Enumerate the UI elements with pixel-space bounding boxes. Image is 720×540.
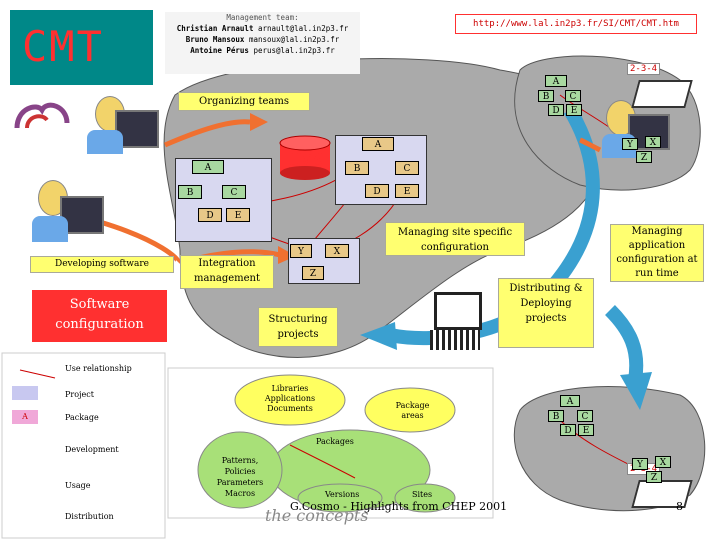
node-z: Z bbox=[302, 266, 324, 280]
footer-credit: G.Cosmo - Highlights from CHEP 2001 bbox=[290, 500, 508, 513]
node-e: E bbox=[226, 208, 250, 222]
team-member: Bruno Mansoux mansoux@lal.in2p3.fr bbox=[185, 35, 340, 44]
node-e: E bbox=[395, 184, 419, 198]
node-c: C bbox=[222, 185, 246, 199]
node-e: E bbox=[566, 104, 582, 116]
legend-distribution: Distribution bbox=[65, 512, 114, 521]
management-team-box: Management team: Christian Arnault arnau… bbox=[165, 12, 360, 74]
node-e: E bbox=[578, 424, 594, 436]
node-z: Z bbox=[636, 151, 652, 163]
legend-panel bbox=[1, 352, 166, 539]
node-d: D bbox=[548, 104, 564, 116]
node-x: X bbox=[325, 244, 349, 258]
node-y: Y bbox=[290, 244, 312, 258]
page-number: 8 bbox=[676, 500, 683, 513]
legend-project: Project bbox=[65, 390, 94, 399]
legend-usage: Usage bbox=[65, 481, 91, 490]
legend-package: Package bbox=[65, 413, 99, 422]
node-z: Z bbox=[646, 471, 662, 483]
orange-arrow-app bbox=[579, 137, 602, 153]
developer-figure-icon bbox=[85, 96, 160, 156]
node-a: A bbox=[560, 395, 580, 407]
cmt-url-link[interactable]: http://www.lal.in2p3.fr/SI/CMT/CMT.htm bbox=[455, 14, 697, 34]
developer-figure-icon bbox=[30, 180, 105, 245]
node-c: C bbox=[395, 161, 419, 175]
developing-software-label: Developing software bbox=[30, 256, 174, 273]
cmt-logo-text: CMT bbox=[22, 22, 104, 71]
cvs-label: CVS bbox=[286, 150, 324, 170]
legend-use: Use relationship bbox=[65, 364, 132, 373]
concept-package-areas: Package areas bbox=[395, 401, 430, 420]
concept-patterns: Patterns, Policies Parameters Macros bbox=[216, 456, 264, 498]
developer-figure-icon bbox=[600, 100, 670, 160]
integration-label: Integration management bbox=[180, 255, 274, 289]
computer-icon bbox=[430, 292, 482, 356]
node-y: Y bbox=[632, 458, 648, 470]
orange-arrow-org bbox=[164, 119, 251, 148]
concept-versions: Versions bbox=[325, 490, 360, 499]
cnc-logo bbox=[12, 98, 72, 138]
node-c: C bbox=[577, 410, 593, 422]
legend-development: Development bbox=[65, 445, 119, 454]
project-frame bbox=[175, 158, 272, 242]
node-b: B bbox=[345, 161, 369, 175]
dice-book-icon: 2-3-4 bbox=[615, 58, 695, 108]
node-c: C bbox=[565, 90, 581, 102]
node-x: X bbox=[645, 136, 661, 148]
blue-arrow-down-head bbox=[620, 372, 652, 410]
legend-package-swatch: A bbox=[12, 410, 38, 424]
node-a: A bbox=[362, 137, 394, 151]
team-title: Management team: bbox=[226, 13, 299, 22]
software-configuration-label: Software configuration bbox=[32, 290, 167, 342]
node-d: D bbox=[365, 184, 389, 198]
node-y: Y bbox=[622, 138, 638, 150]
legend-project-swatch bbox=[12, 386, 38, 400]
team-member: Christian Arnault arnault@lal.in2p3.fr bbox=[176, 24, 349, 33]
managing-site-label: Managing site specific configuration bbox=[385, 222, 525, 256]
node-d: D bbox=[198, 208, 222, 222]
organizing-teams-label: Organizing teams bbox=[178, 92, 310, 111]
concepts-title: the concepts bbox=[265, 506, 369, 525]
orange-arrow-dev bbox=[99, 219, 181, 265]
node-b: B bbox=[538, 90, 554, 102]
node-b: B bbox=[178, 185, 202, 199]
concept-packages: Packages bbox=[316, 437, 354, 446]
concept-sites: Sites bbox=[412, 490, 433, 499]
distributing-deploying-label: Distributing & Deploying projects bbox=[498, 278, 594, 348]
structuring-projects-label: Structuring projects bbox=[258, 307, 338, 347]
concept-libs: Libraries Applications Documents bbox=[264, 384, 316, 413]
blue-arrow-right-head bbox=[360, 322, 397, 350]
blue-arrow-down bbox=[604, 305, 644, 382]
node-b: B bbox=[548, 410, 564, 422]
node-a: A bbox=[545, 75, 567, 87]
node-x: X bbox=[655, 456, 671, 468]
cmt-logo bbox=[10, 10, 153, 85]
team-member: Antoine Pérus perus@lal.in2p3.fr bbox=[190, 46, 335, 55]
node-a: A bbox=[192, 160, 224, 174]
managing-app-label: Managing application configuration at ru… bbox=[610, 224, 704, 282]
node-d: D bbox=[560, 424, 576, 436]
